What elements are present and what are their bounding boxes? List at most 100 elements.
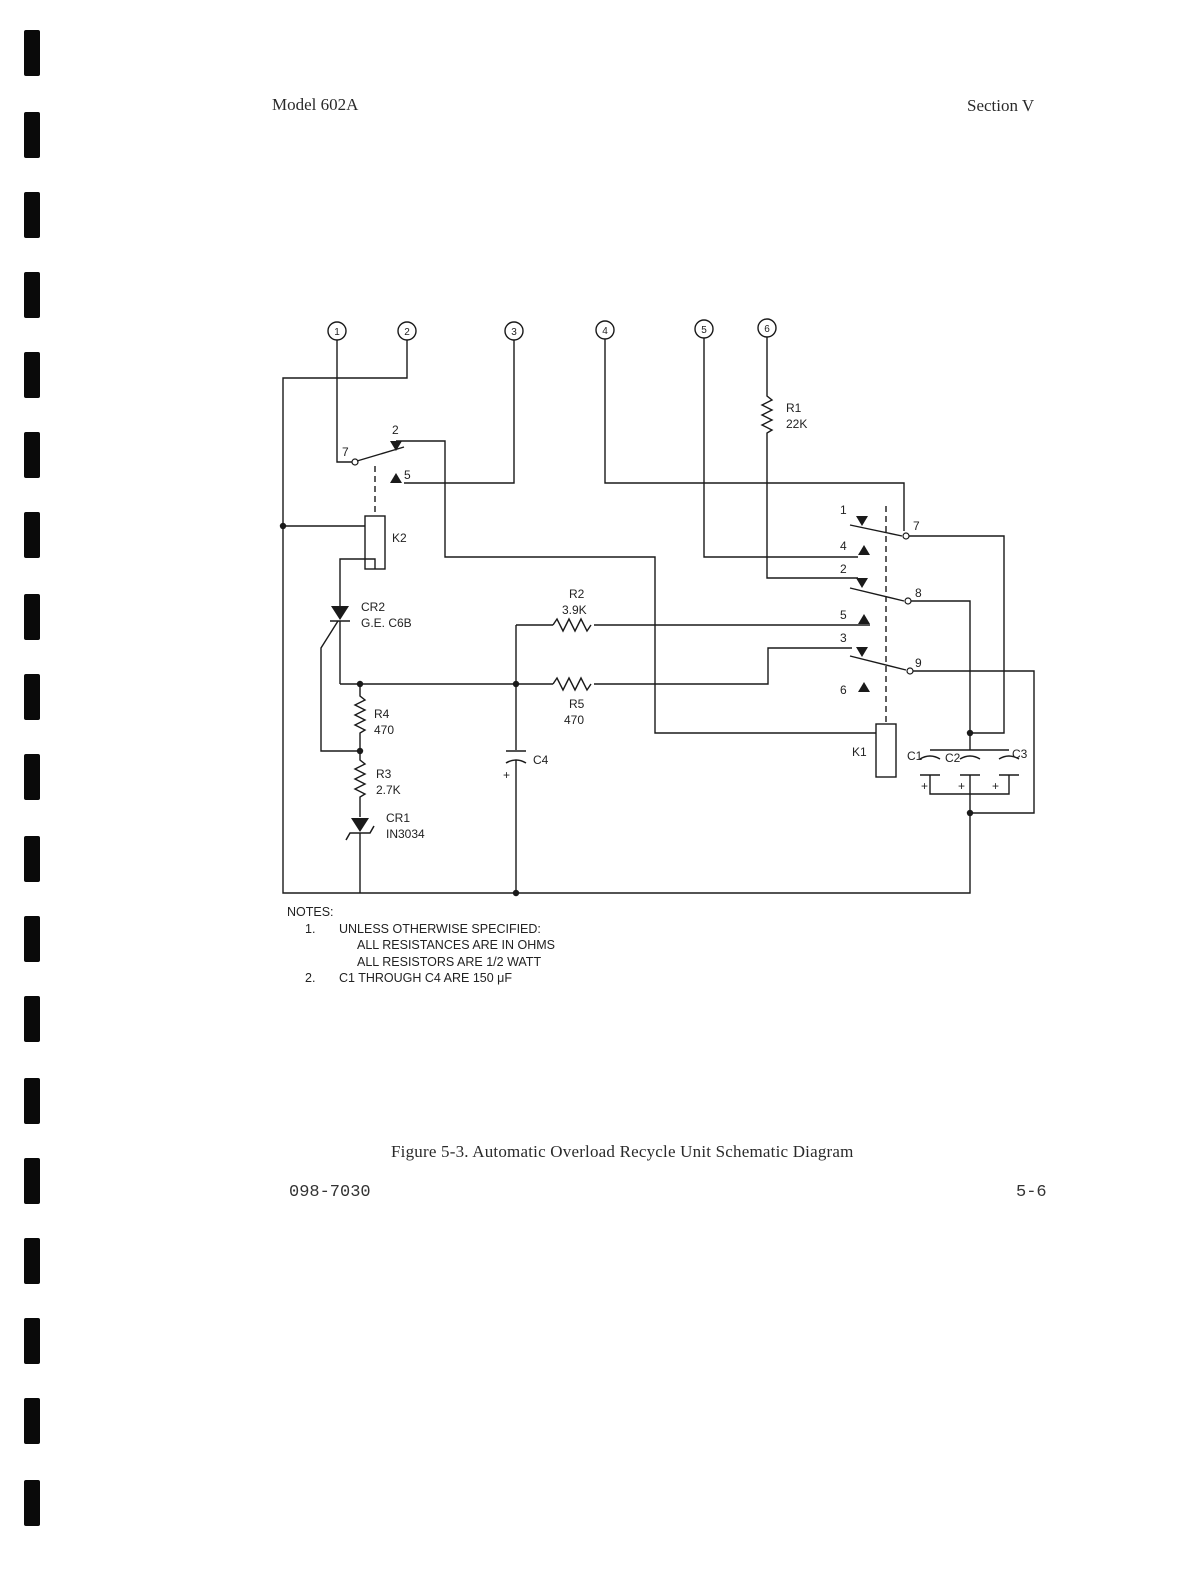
resistor-r1: R1 22K — [760, 337, 858, 579]
svg-text:+: + — [503, 768, 510, 782]
svg-text:470: 470 — [374, 723, 394, 737]
model-header: Model 602A — [272, 95, 359, 114]
binder-mark — [24, 1398, 40, 1444]
binder-mark — [24, 1480, 40, 1526]
wire — [703, 338, 858, 558]
wire — [339, 558, 376, 606]
note-1a: ALL RESISTANCES ARE IN OHMS — [357, 938, 555, 952]
svg-text:7: 7 — [342, 445, 349, 459]
svg-text:R1: R1 — [786, 401, 802, 415]
svg-text:K1: K1 — [852, 745, 867, 759]
binder-mark — [24, 674, 40, 720]
binder-mark — [24, 512, 40, 558]
svg-text:9: 9 — [915, 656, 922, 670]
svg-text:1: 1 — [334, 327, 340, 338]
wire — [404, 340, 515, 484]
svg-text:R5: R5 — [569, 697, 585, 711]
svg-text:5: 5 — [840, 608, 847, 622]
svg-text:+: + — [921, 779, 928, 793]
svg-text:3: 3 — [840, 631, 847, 645]
wire — [911, 600, 971, 750]
wire — [913, 670, 1035, 814]
note-2: 2.C1 THROUGH C4 ARE 150 μF — [305, 971, 512, 985]
binder-mark — [24, 594, 40, 640]
svg-text:2.7K: 2.7K — [376, 783, 401, 797]
binder-mark — [24, 112, 40, 158]
svg-text:CR1: CR1 — [386, 811, 410, 825]
svg-text:C3: C3 — [1012, 747, 1028, 761]
svg-text:470: 470 — [564, 713, 584, 727]
schematic-notes: NOTES: 1.UNLESS OTHERWISE SPECIFIED: ALL… — [287, 904, 555, 987]
svg-text:5: 5 — [701, 325, 707, 336]
svg-text:+: + — [958, 779, 965, 793]
zener-cr1: CR1 IN3034 — [345, 811, 425, 893]
svg-text:CR2: CR2 — [361, 600, 385, 614]
resistor-r4: R4 470 — [353, 684, 394, 751]
document-number: 098-7030 — [289, 1183, 371, 1202]
svg-text:1: 1 — [840, 503, 847, 517]
terminal-5: 5 — [694, 319, 714, 339]
binder-mark — [24, 1158, 40, 1204]
wire — [396, 440, 886, 734]
svg-text:K2: K2 — [392, 531, 407, 545]
binder-mark — [24, 352, 40, 398]
resistor-r5: R5 470 — [552, 676, 592, 727]
binder-mark — [24, 754, 40, 800]
svg-text:4: 4 — [602, 326, 608, 337]
svg-text:2: 2 — [392, 423, 399, 437]
binder-mark — [24, 1078, 40, 1124]
binder-mark — [24, 836, 40, 882]
svg-text:R4: R4 — [374, 707, 390, 721]
svg-text:6: 6 — [764, 324, 770, 335]
terminal-4: 4 — [595, 320, 615, 340]
notes-heading: NOTES: — [287, 905, 334, 919]
binder-mark — [24, 916, 40, 962]
note-1b: ALL RESISTORS ARE 1/2 WATT — [357, 954, 542, 969]
svg-text:G.E. C6B: G.E. C6B — [361, 616, 412, 630]
relay-k1: K1 — [852, 723, 897, 778]
resistor-r3: R3 2.7K — [353, 751, 401, 817]
binder-mark — [24, 996, 40, 1042]
svg-text:4: 4 — [840, 539, 847, 553]
terminal-1: 1 — [327, 321, 347, 341]
svg-text:IN3034: IN3034 — [386, 827, 425, 841]
svg-text:5: 5 — [404, 468, 411, 482]
svg-text:2: 2 — [840, 562, 847, 576]
wire — [909, 535, 1005, 734]
page-number: 5-6 — [1016, 1183, 1047, 1202]
wire — [282, 340, 971, 894]
svg-text:7: 7 — [913, 519, 920, 533]
wire — [594, 647, 852, 685]
capacitor-bank: + + + C1 C2 C3 — [907, 747, 1028, 813]
binder-mark — [24, 272, 40, 318]
svg-text:3.9K: 3.9K — [562, 603, 587, 617]
binder-mark — [24, 432, 40, 478]
terminal-2: 2 — [397, 321, 417, 341]
binder-mark — [24, 1318, 40, 1364]
svg-text:R2: R2 — [569, 587, 585, 601]
terminal-6: 6 — [757, 318, 777, 338]
wire — [320, 620, 360, 752]
svg-text:2: 2 — [404, 327, 410, 338]
svg-text:+: + — [992, 779, 999, 793]
relay-k1-contacts: 1 7 4 2 8 5 3 9 6 — [840, 503, 922, 724]
svg-text:3: 3 — [511, 327, 517, 338]
wire — [336, 340, 352, 463]
svg-text:C1: C1 — [907, 749, 923, 763]
relay-k2: K2 — [364, 515, 407, 570]
svg-text:C2: C2 — [945, 751, 961, 765]
resistor-r2: R2 3.9K — [552, 587, 592, 633]
figure-caption: Figure 5-3. Automatic Overload Recycle U… — [391, 1142, 854, 1161]
svg-text:C4: C4 — [533, 753, 549, 767]
binder-mark — [24, 192, 40, 238]
binder-mark — [24, 30, 40, 76]
svg-text:22K: 22K — [786, 417, 807, 431]
svg-text:R3: R3 — [376, 767, 392, 781]
note-1: 1.UNLESS OTHERWISE SPECIFIED: — [305, 921, 541, 936]
terminal-3: 3 — [504, 321, 524, 341]
section-header: Section V — [967, 96, 1035, 115]
wire — [604, 339, 905, 531]
svg-text:6: 6 — [840, 683, 847, 697]
